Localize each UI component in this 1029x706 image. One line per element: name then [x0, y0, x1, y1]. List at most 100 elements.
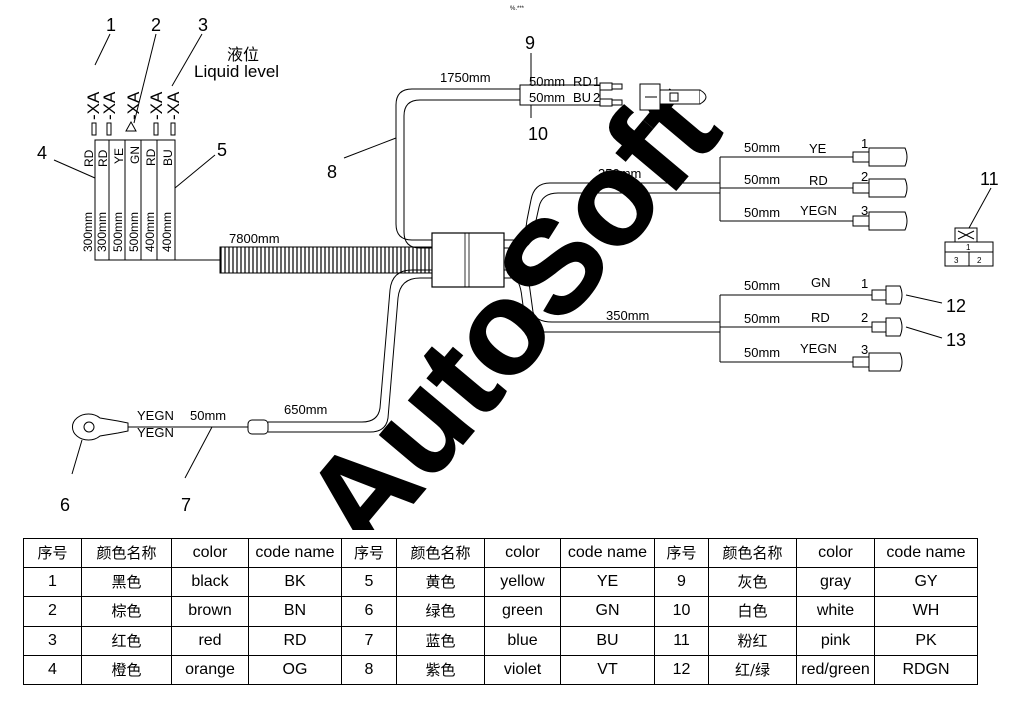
sensor-length-1: 300mm [81, 212, 95, 252]
level-label-cn: 液位 [227, 46, 259, 64]
table-cell: 8 [341, 654, 397, 686]
g1-wire-1-color: YE [809, 141, 827, 156]
callout-2: 2 [151, 15, 161, 35]
g1-wire-1-length: 50mm [744, 140, 780, 155]
g1-wire-1-pin: 1 [861, 136, 868, 151]
ground-branch-length: 650mm [284, 402, 327, 417]
callout-10: 10 [528, 124, 548, 144]
header-cell: color [484, 537, 561, 569]
callout-9: 9 [525, 33, 535, 53]
right-group-2-wires [719, 294, 872, 363]
upper-branch-length: 1750mm [440, 70, 491, 85]
g2-wire-3-length: 50mm [744, 345, 780, 360]
table-cell: OG [248, 654, 342, 686]
table-cell: YE [560, 567, 655, 598]
top-wire-1-length: 50mm [529, 74, 565, 89]
sensor-color-6: BU [161, 149, 175, 166]
sensor-plug-4: -XA [147, 91, 166, 120]
table-cell: RDGN [874, 654, 978, 686]
g2-wire-2-length: 50mm [744, 311, 780, 326]
sensor-length-5: 400mm [143, 212, 157, 252]
table-cell: black [171, 567, 249, 598]
table-cell: VT [560, 654, 655, 686]
g1-wire-3-length: 50mm [744, 205, 780, 220]
watermark-text: AutoSoft [275, 56, 746, 530]
sensor-length-6: 400mm [160, 212, 174, 252]
sensor-wire-colors: RD RD YE GN RD BU [82, 146, 175, 167]
table-cell: 蓝色 [396, 625, 485, 656]
sensor-length-4: 500mm [127, 212, 141, 252]
sensor-wire-group [91, 120, 220, 261]
g1-wire-3-color: YEGN [800, 203, 837, 218]
right-branch-2-cable [504, 269, 720, 333]
g2-wire-2-color: RD [811, 310, 830, 325]
table-cell: GY [874, 567, 978, 598]
table-cell: 12 [654, 654, 709, 686]
g2-wire-1-color: GN [811, 275, 831, 290]
callout-13: 13 [946, 330, 966, 350]
header-cell: 序号 [23, 537, 82, 569]
header-cell: code name [560, 537, 655, 569]
header-cell: code name [248, 537, 342, 569]
table-cell: 7 [341, 625, 397, 656]
table-cell: 5 [341, 567, 397, 598]
level-label-en: Liquid level [194, 62, 279, 81]
callout-12: 12 [946, 296, 966, 316]
sensor-wire-lengths: 300mm 300mm 500mm 500mm 400mm 400mm [81, 212, 174, 252]
table-cell: GN [560, 596, 655, 627]
table-cell: PK [874, 625, 978, 656]
table-cell: gray [796, 567, 875, 598]
ground-wire-length: 50mm [190, 408, 226, 423]
ground-sleeve [247, 419, 269, 435]
table-cell: 11 [654, 625, 709, 656]
ground-color-2: YEGN [137, 425, 174, 440]
table-cell: BU [560, 625, 655, 656]
callout-11: 11 [980, 169, 999, 189]
table-cell: 9 [654, 567, 709, 598]
table-header-row: 序号 颜色名称 color code name 序号 颜色名称 color co… [23, 537, 978, 569]
right-group-1-wires [719, 156, 853, 222]
callout-leaders [53, 33, 992, 479]
table-cell: 棕色 [81, 596, 172, 627]
sensor-color-4: GN [128, 146, 142, 164]
table-row: 4 橙色 orange OG 8 紫色 violet VT 12 红/绿 red… [23, 654, 978, 686]
header-cell: color [796, 537, 875, 569]
callout-1: 1 [106, 15, 116, 35]
top-wire-1-pin: 1 [593, 74, 600, 89]
g1-wire-2-pin: 2 [861, 169, 868, 184]
g1-wire-2-color: RD [809, 173, 828, 188]
table-cell: 6 [341, 596, 397, 627]
sensor-plug-1: -XA [84, 91, 103, 120]
header-cell: 颜色名称 [81, 537, 172, 569]
table-cell: 黄色 [396, 567, 485, 598]
upper-branch-sleeve [519, 84, 601, 106]
ring-terminal-icon [72, 413, 129, 441]
table-row: 3 红色 red RD 7 蓝色 blue BU 11 粉红 pink PK [23, 625, 978, 656]
g2-wire-1-length: 50mm [744, 278, 780, 293]
mating-connector-icon [639, 83, 707, 111]
callout-numbers: 1 2 3 4 5 6 7 8 9 10 11 12 13 [37, 15, 999, 515]
callout-4: 4 [37, 143, 47, 163]
table-cell: 黑色 [81, 567, 172, 598]
right-branch-1-length: 350mm [598, 166, 641, 181]
header-cell: code name [874, 537, 978, 569]
top-wire-2-length: 50mm [529, 90, 565, 105]
trunk-length: 7800mm [229, 231, 280, 246]
table-cell: 10 [654, 596, 709, 627]
header-cell: color [171, 537, 249, 569]
table-cell: violet [484, 654, 561, 686]
table-cell: 橙色 [81, 654, 172, 686]
connector-pin-3: 3 [954, 256, 959, 265]
sensor-plug-5: -XA [164, 91, 183, 120]
right-group-1-terminals [852, 147, 908, 231]
sensor-length-2: 300mm [95, 212, 109, 252]
table-cell: red [171, 625, 249, 656]
top-wire-1-color: RD [573, 74, 592, 89]
table-cell: blue [484, 625, 561, 656]
header-cell: 序号 [654, 537, 709, 569]
color-code-table: 序号 颜色名称 color code name 序号 颜色名称 color co… [23, 537, 978, 686]
callout-8: 8 [327, 162, 337, 182]
table-cell: green [484, 596, 561, 627]
corner-mark: %.*** [510, 6, 525, 12]
junction-block [431, 232, 505, 288]
